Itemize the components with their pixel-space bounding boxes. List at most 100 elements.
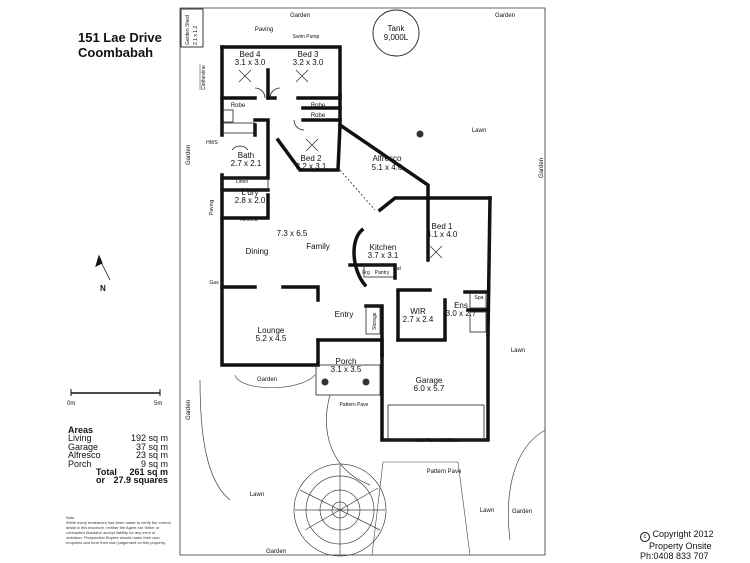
fixtures: [221, 87, 491, 441]
alfresco-size: 5.1 x 4.6: [372, 163, 403, 172]
copyright-line1: Copyright 2012: [652, 529, 714, 539]
aircond-label: Aircond: [241, 217, 258, 223]
area-value: 9 sq m: [140, 458, 168, 469]
bed4-name: Bed 4: [240, 50, 261, 59]
kitchen-size: 3.7 x 3.1: [368, 251, 399, 260]
wir-size: 2.7 x 2.4: [403, 315, 434, 324]
paving-side: Paving: [209, 199, 215, 215]
spa-label: Spa: [475, 295, 484, 301]
area-label: Porch: [68, 458, 92, 469]
gas-label: Gas: [209, 280, 219, 286]
areas-row-porch: Porch 9 sq m: [68, 458, 168, 469]
family-label: Family: [306, 242, 330, 251]
driveway-edge-right: [457, 461, 471, 556]
copyright-line2: Property Onsite: [649, 541, 712, 551]
lawn-bottom-mid: Lawn: [480, 508, 494, 514]
property-address: 151 Lae Drive Coombabah: [78, 30, 162, 60]
garage-size: 6.0 x 5.7: [414, 384, 445, 393]
auto-door-label: Auto Panel Lift Door: [415, 438, 460, 444]
ceiling-fans: [238, 69, 443, 259]
note-text: While every endeavour has been made to v…: [66, 520, 171, 545]
lawn-edge-left: [199, 379, 231, 501]
pattern-pave-drive: Pattern Pave: [427, 469, 462, 475]
area-label: Living: [68, 433, 92, 444]
paving-top: Paving: [255, 27, 273, 33]
lawn-right-top: Lawn: [472, 128, 486, 134]
robe-bed3: Robe: [311, 103, 326, 109]
compass-north-arrow: [95, 254, 111, 281]
lounge-size: 5.2 x 4.5: [256, 334, 287, 343]
or-label: or: [96, 475, 105, 486]
swim-pump-label: Swim Pump: [293, 34, 320, 40]
family-size: 7.3 x 6.5: [277, 229, 308, 238]
area-value: 37 sq m: [135, 441, 168, 452]
scale-bar: [70, 389, 161, 396]
area-value: 23 sq m: [135, 450, 168, 461]
garden-shed: [180, 8, 204, 48]
posts: [321, 130, 424, 386]
scale-end: 5m: [154, 401, 162, 407]
tank-name: Tank: [388, 24, 406, 33]
areas-row-garage: Garage 37 sq m: [68, 441, 168, 452]
nat-label: Nat: [393, 266, 401, 272]
areas-summary: Areas Living 192 sq m Garage 37 sq m Alf…: [68, 425, 168, 486]
bed2-size: 3.2 x 3.1: [296, 162, 327, 171]
house-walls: [220, 45, 492, 442]
ldry-name: L'dry: [241, 188, 258, 197]
bed1-size: 4.1 x 4.0: [427, 230, 458, 239]
robe-bed4: Robe: [231, 103, 246, 109]
shed-size: 2.1 x 1.2: [193, 26, 199, 45]
garden-front: Garden: [257, 377, 277, 383]
lawn-right-mid: Lawn: [511, 348, 525, 354]
bed2-name: Bed 2: [301, 154, 322, 163]
area-label: Garage: [68, 441, 99, 452]
ens-size: 3.0 x 2.7: [446, 309, 477, 318]
garage-name: Garage: [416, 376, 443, 385]
areas-row-alfresco: Alfresco 23 sq m: [68, 450, 168, 461]
squares-value: 27.9 squares: [113, 475, 168, 486]
pattern-pave-front: Pattern Pave: [340, 402, 369, 408]
bed1-name: Bed 1: [432, 222, 453, 231]
lounge-name: Lounge: [258, 326, 285, 335]
garden-top-1: Garden: [290, 13, 310, 19]
tank-size: 9,000L: [384, 33, 409, 42]
tree-canopy: [293, 463, 387, 557]
garden-bottom: Garden: [266, 549, 286, 555]
bed3-name: Bed 3: [298, 50, 319, 59]
garden-left: Garden: [186, 145, 192, 165]
wir-name: WIR: [410, 307, 426, 316]
kitchen-name: Kitchen: [370, 243, 397, 252]
total-value: 261 sq m: [129, 467, 168, 478]
garden-left-lower: Garden: [186, 400, 192, 420]
area-value: 192 sq m: [130, 433, 168, 444]
copyright-block: c Copyright 2012 Property Onsite Ph:0408…: [640, 529, 714, 561]
porch-name: Porch: [336, 357, 357, 366]
shed-name: Garden Shed: [185, 15, 191, 45]
scale-start: 0m: [67, 401, 75, 407]
bath-size: 2.7 x 2.1: [231, 159, 262, 168]
note-title: Note: [66, 515, 75, 520]
area-label: Alfresco: [68, 450, 101, 461]
dining-label: Dining: [246, 247, 269, 256]
pantry-label: Pantry: [375, 270, 390, 276]
water-tank: [372, 9, 420, 57]
entry-label: Entry: [335, 310, 354, 319]
disclaimer-note: Note While every endeavour has been made…: [66, 515, 172, 545]
areas-title: Areas: [68, 425, 94, 435]
garden-top-2: Garden: [495, 13, 515, 19]
lawn-edge-right: [508, 429, 546, 541]
site-boundary: [179, 7, 546, 556]
storage-label: Storage: [372, 312, 378, 330]
lawn-edge-front: [326, 394, 371, 486]
compass-label: N: [100, 284, 106, 293]
areas-row-squares: or 27.9 squares: [68, 475, 168, 486]
driveway-edge-left: [371, 461, 384, 556]
garden-bottom-right: Garden: [512, 509, 532, 515]
fridge-label: Frg: [362, 270, 370, 276]
porch-size: 3.1 x 3.5: [331, 365, 362, 374]
garden-bed-front: [234, 374, 316, 388]
bed4-size: 3.1 x 3.0: [235, 58, 266, 67]
address-suburb: Coombabah: [78, 45, 154, 60]
garden-right: Garden: [539, 158, 545, 178]
